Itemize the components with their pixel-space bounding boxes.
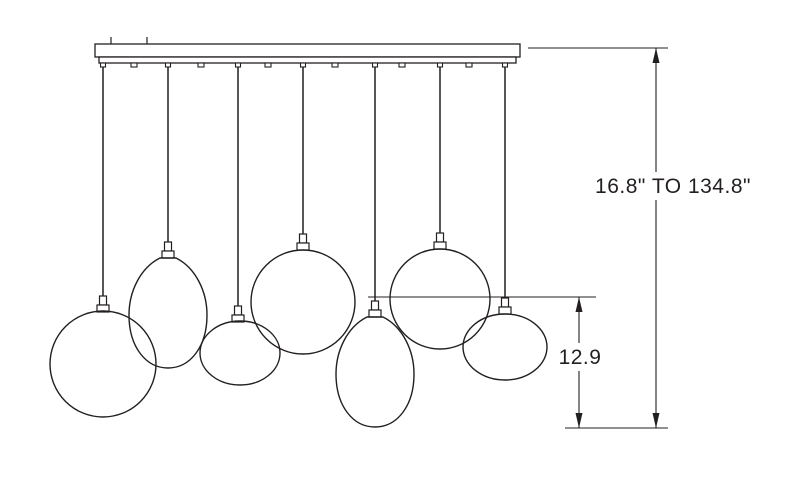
cord-grips bbox=[99, 62, 509, 68]
cord-grip bbox=[371, 62, 379, 68]
canopy-bar bbox=[94, 43, 521, 58]
canopy-tab bbox=[331, 62, 339, 68]
shade-drop-dimension: 12.9 bbox=[368, 296, 607, 428]
arrowhead-up-icon bbox=[575, 297, 583, 312]
overall-height-label: 16.8" TO 134.8" bbox=[595, 175, 751, 198]
arrowhead-down-icon bbox=[575, 413, 583, 428]
shade-ellipse-5 bbox=[335, 316, 415, 428]
shade-globe-1 bbox=[49, 310, 157, 418]
shade-globe-4 bbox=[250, 249, 356, 355]
canopy-tabs bbox=[130, 62, 473, 68]
cord-grip bbox=[501, 62, 509, 68]
socket-6 bbox=[433, 232, 447, 250]
cord-grip bbox=[436, 62, 444, 68]
arrowhead-down-icon bbox=[652, 413, 660, 428]
canopy bbox=[94, 37, 521, 68]
shade-ellipse-2 bbox=[128, 257, 208, 369]
shade-globe-6 bbox=[389, 248, 491, 350]
cords bbox=[102, 63, 506, 306]
cord-grip bbox=[164, 62, 172, 68]
canopy-tab bbox=[264, 62, 272, 68]
canopy-tab bbox=[398, 62, 406, 68]
cord-grip bbox=[99, 62, 107, 68]
socket-2 bbox=[161, 241, 175, 259]
canopy-tab bbox=[197, 62, 205, 68]
cord-grip bbox=[234, 62, 242, 68]
glass-shades bbox=[49, 248, 548, 428]
label-mask bbox=[574, 172, 772, 200]
socket-7 bbox=[498, 297, 512, 315]
socket-5 bbox=[368, 300, 382, 318]
shade-drop-label: 12.9 bbox=[559, 346, 602, 369]
overall-height-dimension: 16.8" TO 134.8" bbox=[528, 47, 772, 429]
socket-3 bbox=[231, 305, 245, 323]
canopy-tab bbox=[130, 62, 138, 68]
label-mask bbox=[553, 343, 607, 371]
shade-globe-3 bbox=[199, 320, 281, 386]
socket-fittings bbox=[96, 232, 512, 323]
shade-globe-7 bbox=[462, 313, 548, 381]
cord-grip bbox=[299, 62, 307, 68]
socket-1 bbox=[96, 295, 110, 313]
socket-4 bbox=[296, 233, 310, 251]
arrowhead-up-icon bbox=[652, 48, 660, 63]
canopy-plate bbox=[98, 56, 517, 64]
canopy-tab bbox=[465, 62, 473, 68]
